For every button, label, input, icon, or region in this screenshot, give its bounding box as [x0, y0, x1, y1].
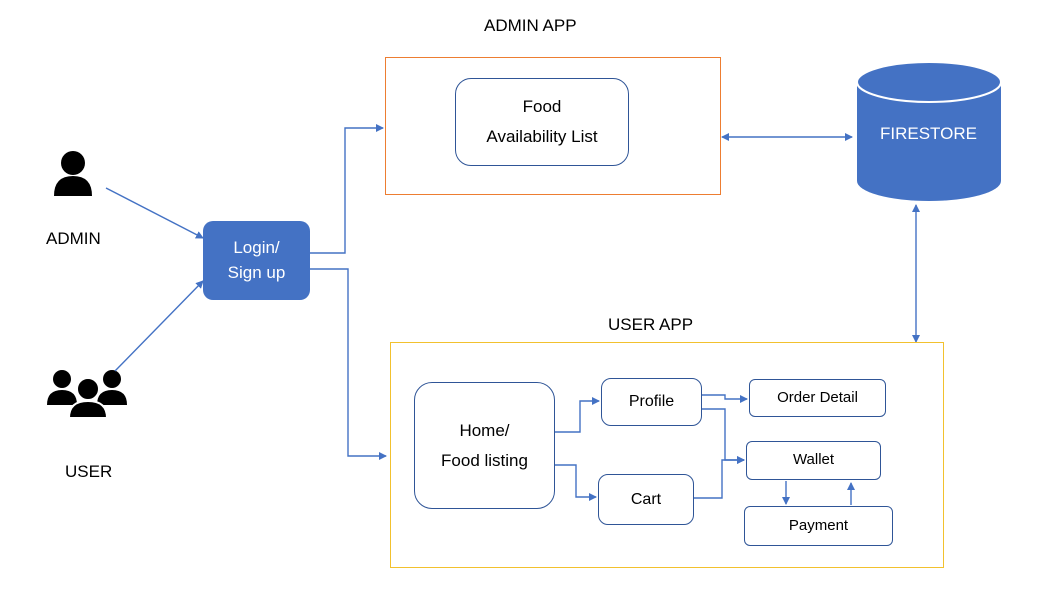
payment-box[interactable]: Payment: [744, 506, 893, 546]
cart-label: Cart: [630, 490, 662, 508]
admin-app-title: ADMIN APP: [484, 16, 577, 35]
admin-to-login-arrow: [105, 187, 204, 239]
profile-to-order-arrow: [702, 394, 748, 403]
home-to-profile-arrow: [555, 397, 600, 433]
profile-label: Profile: [628, 393, 675, 410]
wallet-box[interactable]: Wallet: [746, 441, 881, 480]
wallet-label: Wallet: [792, 451, 835, 469]
user-group-icon: [47, 370, 127, 419]
home-to-cart-arrow: [555, 464, 597, 501]
login-to-admin-app-arrow: [310, 124, 384, 254]
order-detail-label: Order Detail: [777, 388, 858, 406]
admin-actor-label: ADMIN: [46, 229, 101, 248]
user-app-title: USER APP: [608, 315, 694, 334]
user-actor-label: USER: [65, 462, 113, 481]
profile-box[interactable]: Profile: [601, 378, 702, 426]
admin-person-icon: [54, 151, 92, 196]
user-app-panel: [390, 342, 944, 568]
home-line-2: Food listing: [441, 450, 528, 470]
login-line-2: Sign up: [227, 262, 286, 282]
firestore-database-icon: [856, 61, 1002, 201]
food-box-line-2: Availability List: [486, 127, 598, 146]
cart-to-wallet-arrow: [694, 456, 745, 499]
home-food-listing-box[interactable]: Home/ Food listing: [414, 382, 555, 509]
food-box-line-1: Food: [522, 97, 562, 117]
login-line-1: Login/: [233, 237, 280, 257]
login-to-user-app-arrow: [310, 268, 387, 460]
firestore-label: FIRESTORE: [880, 124, 977, 143]
payment-label: Payment: [788, 516, 849, 534]
home-line-1: Home/: [459, 420, 510, 440]
user-to-login-arrow: [114, 280, 204, 372]
login-signup-box[interactable]: Login/ Sign up: [203, 221, 310, 300]
admin-app-panel: [385, 57, 721, 195]
cart-box[interactable]: Cart: [598, 474, 694, 525]
food-availability-list-box[interactable]: Food Availability List: [455, 78, 629, 166]
order-detail-box[interactable]: Order Detail: [749, 379, 886, 417]
